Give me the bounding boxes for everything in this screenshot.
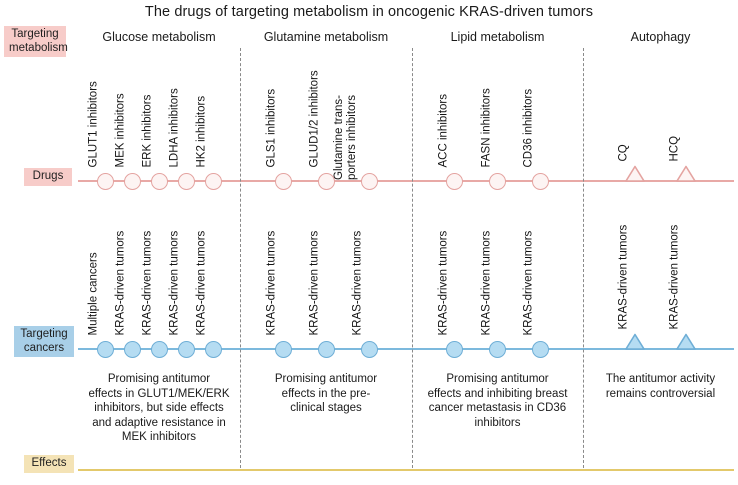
drug-label-1-1: GLUT1 inhibitors [87, 81, 100, 168]
drug-label-1-2: MEK inhibitors [114, 93, 127, 168]
drug-marker-1-3[interactable] [150, 172, 168, 190]
section-description-4: The antitumor activity remains controver… [605, 373, 716, 400]
drug-marker-2-1[interactable] [274, 172, 292, 190]
row-label-targeting-cancers: Targeting cancers [14, 326, 74, 357]
row-label-effects: Effects [24, 455, 74, 473]
cancer-label-2-2: KRAS-driven tumors [308, 230, 321, 336]
drug-marker-3-2[interactable] [489, 172, 506, 190]
drug-label-2-2: GLUD1/2 inhibitors [308, 70, 321, 168]
drug-label-4-1: CQ [617, 144, 630, 162]
cancer-label-1-3: KRAS-driven tumors [141, 230, 154, 336]
drug-marker-3-3[interactable] [531, 172, 549, 190]
section-description-1: Promising antitumor effects in GLUT1/MEK… [88, 373, 230, 443]
section-description-2: Promising antitumor effects in the pre- … [274, 373, 378, 414]
drug-marker-2-3[interactable] [360, 172, 378, 190]
cancer-marker-1-5[interactable] [204, 340, 222, 358]
section-header-4: Autophagy [630, 30, 691, 44]
drug-marker-1-2[interactable] [123, 172, 141, 190]
drug-marker-4-2[interactable] [676, 165, 697, 182]
cancer-marker-1-4[interactable] [177, 340, 195, 358]
cancer-label-1-4: KRAS-driven tumors [168, 230, 181, 336]
cancer-label-1-5: KRAS-driven tumors [195, 230, 208, 336]
cancer-marker-1-2[interactable] [123, 340, 141, 358]
drug-label-1-5: HK2 inhibitors [195, 95, 208, 168]
cancer-marker-1-1[interactable] [96, 340, 114, 358]
section-header-3: Lipid metabolism [450, 30, 545, 44]
cancer-label-1-2: KRAS-driven tumors [114, 230, 127, 336]
cancer-label-2-1: KRAS-driven tumors [265, 230, 278, 336]
cancer-label-1-1: Multiple cancers [87, 252, 100, 336]
drug-marker-3-1[interactable] [446, 172, 464, 190]
drug-label-1-4: LDHA inhibitors [168, 88, 181, 168]
cancer-label-4-2: KRAS-driven tumors [668, 224, 681, 330]
section-description-3: Promising antitumor effects and inhibiti… [427, 373, 568, 429]
cancer-marker-2-1[interactable] [274, 340, 292, 358]
cancer-label-4-1: KRAS-driven tumors [617, 224, 630, 330]
drug-marker-4-1[interactable] [624, 165, 645, 182]
drug-label-4-2: HCQ [668, 135, 681, 162]
drug-marker-1-1[interactable] [96, 172, 114, 190]
drug-label-3-1: ACC inhibitors [437, 94, 450, 168]
row-label-drugs: Drugs [24, 168, 72, 186]
page-title: The drugs of targeting metabolism in onc… [144, 4, 594, 20]
drug-marker-2-2[interactable] [317, 172, 335, 190]
drug-label-2-1: GLS1 inhibitors [265, 88, 278, 168]
drug-label-3-2: FASN inhibitors [480, 88, 492, 168]
section-divider-1 [240, 48, 241, 468]
cancer-marker-2-3[interactable] [360, 340, 378, 358]
cancer-marker-1-3[interactable] [150, 340, 168, 358]
drug-label-3-3: CD36 inhibitors [522, 88, 535, 168]
cancer-label-3-2: KRAS-driven tumors [480, 230, 492, 336]
section-header-2: Glutamine metabolism [263, 30, 389, 44]
drug-label-1-3: ERK inhibitors [141, 94, 154, 168]
cancer-marker-3-2[interactable] [489, 340, 506, 358]
drug-marker-1-5[interactable] [204, 172, 222, 190]
drug-marker-1-4[interactable] [177, 172, 195, 190]
cancer-marker-3-3[interactable] [531, 340, 549, 358]
cancer-label-3-1: KRAS-driven tumors [437, 230, 450, 336]
effects-axis-line [78, 469, 734, 471]
section-header-1: Glucose metabolism [102, 30, 216, 44]
drugs-axis-line [78, 180, 734, 182]
drug-label-2-3: Glutamine trans- porters inhibitors [333, 94, 358, 180]
cancer-marker-4-2[interactable] [676, 333, 697, 350]
cancer-marker-3-1[interactable] [446, 340, 464, 358]
row-label-targeting-metabolism: Targeting metabolism [4, 26, 68, 57]
cancer-marker-4-1[interactable] [624, 333, 645, 350]
section-divider-2 [412, 48, 413, 468]
cancer-marker-2-2[interactable] [317, 340, 335, 358]
cancers-axis-line [78, 348, 734, 350]
cancer-label-3-3: KRAS-driven tumors [522, 230, 535, 336]
section-divider-3 [583, 48, 584, 468]
cancer-label-2-3: KRAS-driven tumors [351, 230, 364, 336]
